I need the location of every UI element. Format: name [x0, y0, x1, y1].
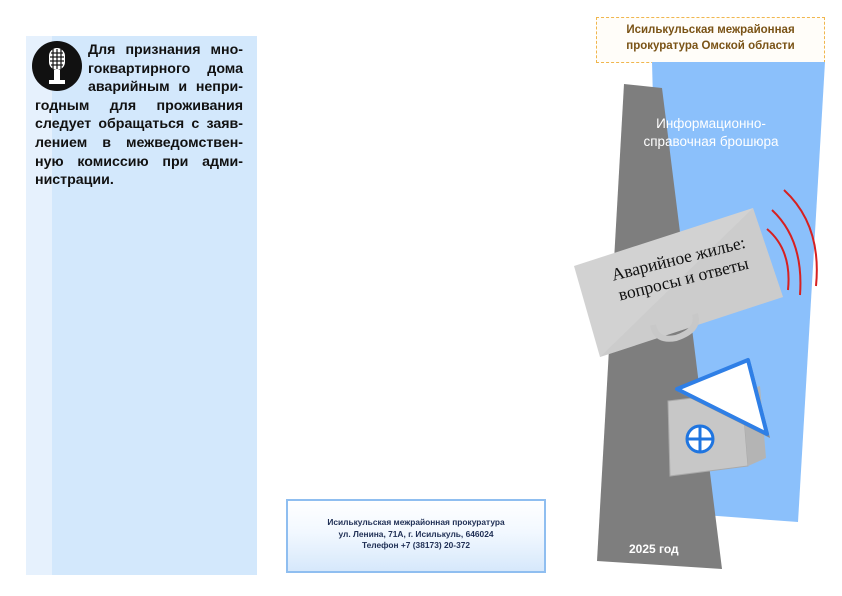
intro-line: ную комиссию при адми-: [35, 153, 243, 170]
left-info-panel: [26, 36, 257, 575]
house-icon: [667, 358, 770, 477]
sound-waves-icon: [766, 189, 818, 296]
cover-illustration: [574, 62, 825, 569]
intro-line: следует обращаться с заяв-: [35, 116, 243, 133]
intro-paragraph: Для признания мно- гоквартирного дома ав…: [35, 41, 243, 190]
intro-line: Для признания мно-: [88, 42, 243, 58]
address-phone: Телефон +7 (38173) 20-372: [361, 540, 471, 550]
cover-org-line: прокуратура Омской области: [626, 40, 795, 52]
brochure-type: Информационно- справочная брошюра: [630, 115, 792, 151]
intro-line: нистрации.: [35, 172, 114, 189]
cover-org-line: Исилькульская межрайонная: [626, 24, 795, 36]
intro-line: лением в межведомствен-: [35, 134, 243, 151]
intro-line: годным для проживания: [35, 97, 243, 114]
brochure-type-line: Информационно-: [656, 116, 766, 131]
panel-stripe: [26, 36, 52, 575]
address-org: Исилькульская межрайонная прокуратура: [327, 517, 505, 527]
cover-year: 2025 год: [629, 542, 679, 556]
intro-line: гоквартирного дома: [88, 60, 243, 77]
microphone-icon: [32, 41, 82, 91]
brochure-type-line: справочная брошюра: [643, 134, 779, 149]
address-street: ул. Ленина, 71А, г. Исилькуль, 646024: [338, 528, 494, 539]
cover-org-box: Исилькульская межрайонная прокуратура Ом…: [596, 17, 825, 63]
address-box: Исилькульская межрайонная прокуратура ул…: [286, 499, 546, 573]
intro-line: аварийным и непри-: [88, 79, 243, 96]
megaphone-icon: [574, 208, 783, 357]
